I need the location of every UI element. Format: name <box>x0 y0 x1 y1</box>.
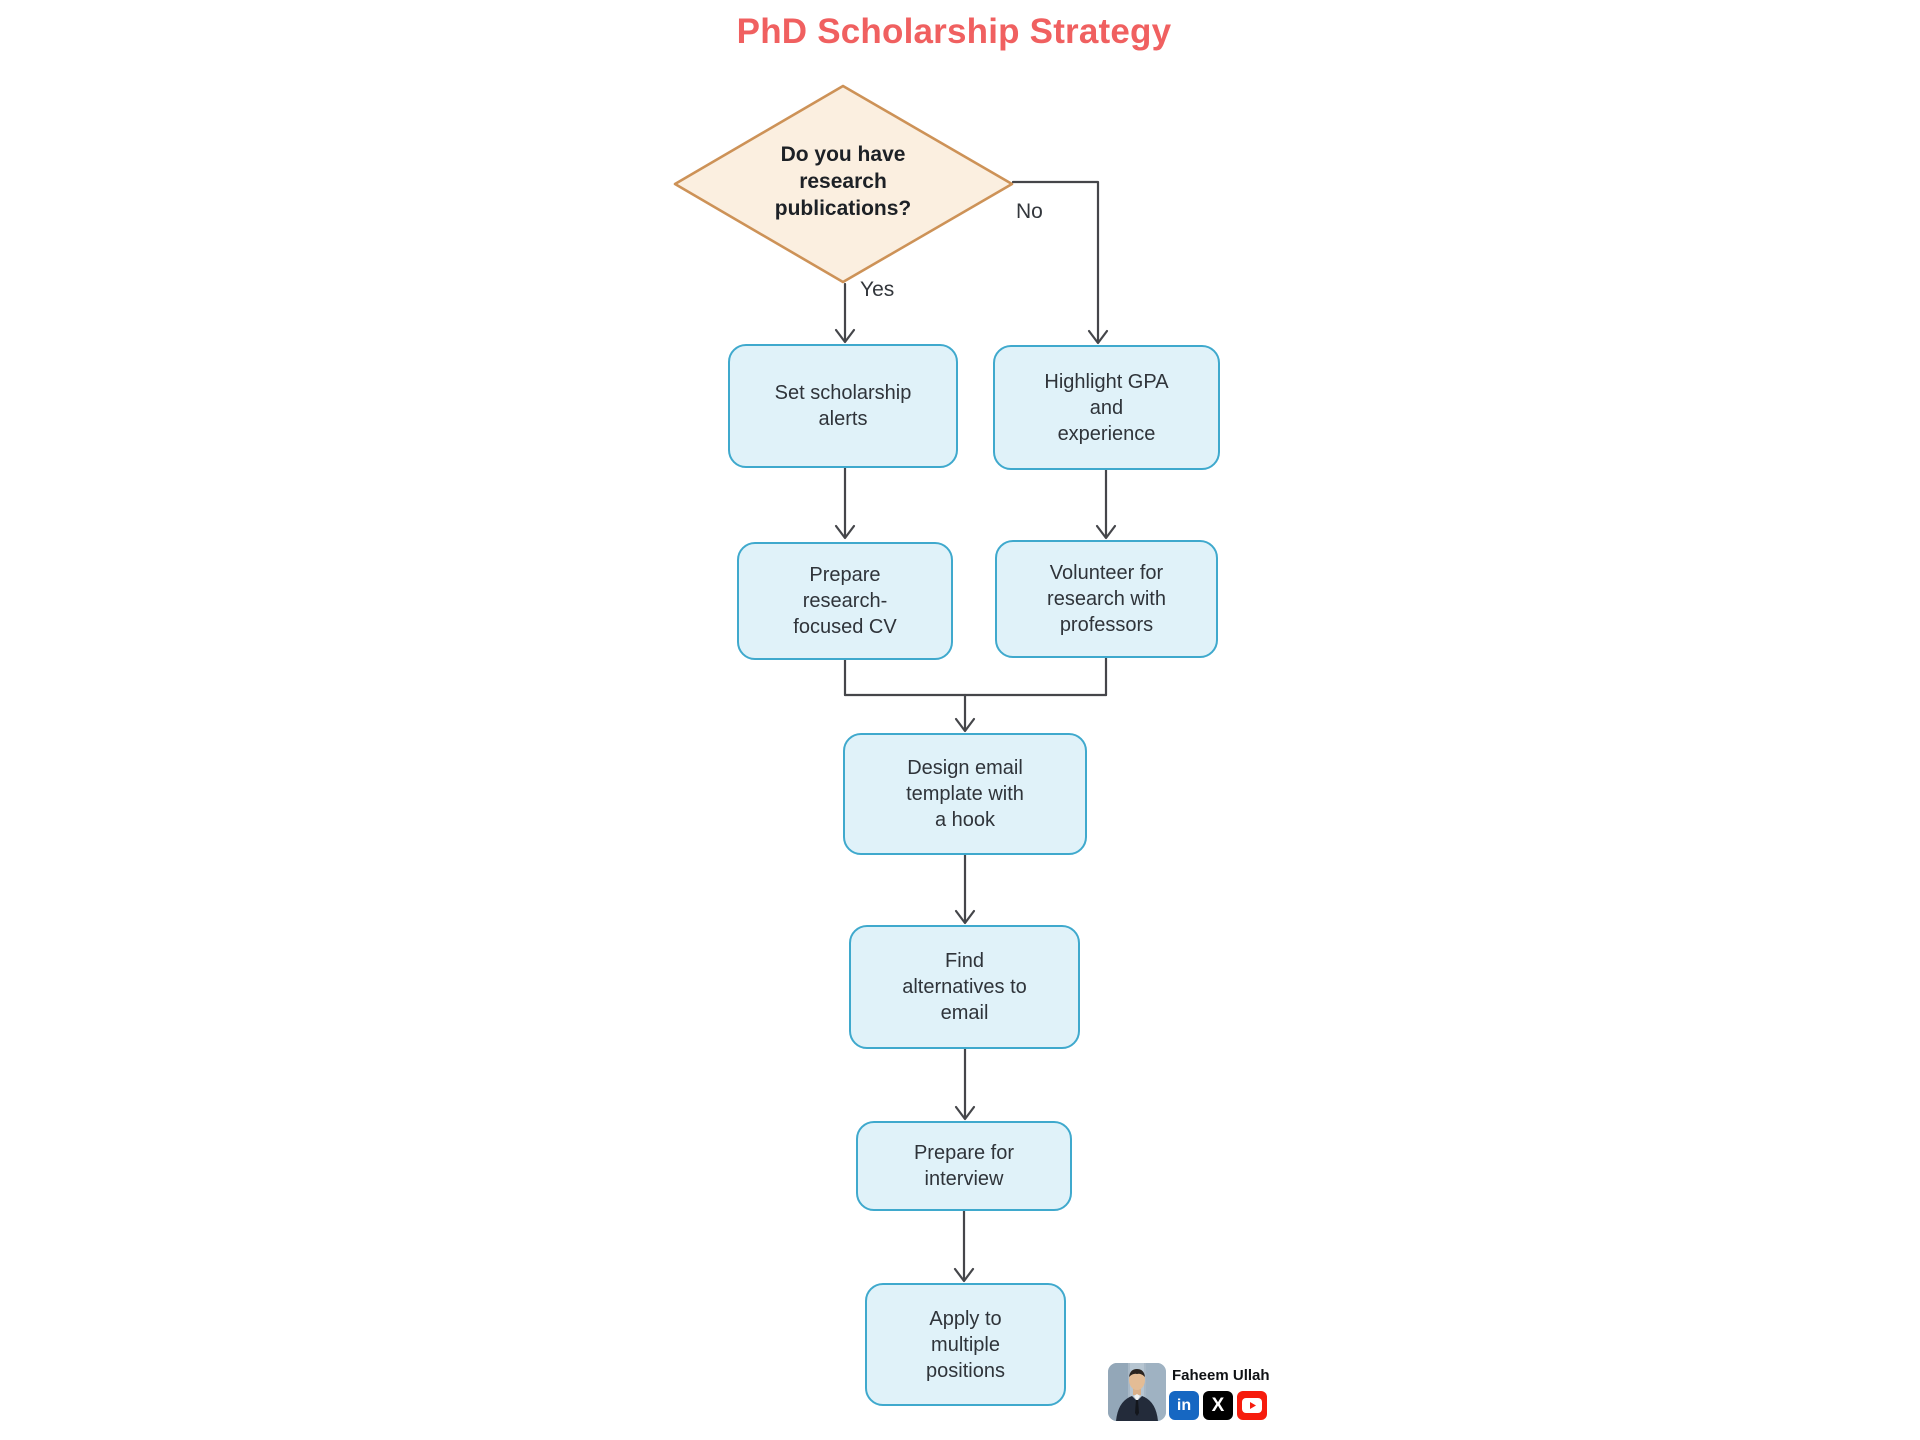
linkedin-icon[interactable]: in <box>1169 1391 1199 1420</box>
decision-node-label: Do you have research publications? <box>774 143 912 220</box>
node-apply-multiple-positions: Apply to multiple positions <box>865 1283 1066 1406</box>
edge-no-arrowhead <box>1087 329 1109 345</box>
edge-interview-apply-arrowhead <box>953 1267 975 1283</box>
node-design-email-template: Design email template with a hook <box>843 733 1087 855</box>
edge-right-col-arrowhead <box>1095 524 1117 540</box>
author-avatar <box>1108 1363 1166 1421</box>
author-name: Faheem Ullah <box>1172 1367 1270 1384</box>
page-title: PhD Scholarship Strategy <box>736 12 1172 51</box>
node-find-alternatives-email: Find alternatives to email <box>849 925 1080 1049</box>
youtube-icon[interactable] <box>1237 1391 1267 1420</box>
edge-no <box>1011 180 1100 343</box>
edge-left-col-arrowhead <box>834 524 856 540</box>
node-volunteer-research-professors: Volunteer for research with professors <box>995 540 1218 658</box>
edge-find-interview-arrowhead <box>954 1105 976 1121</box>
social-links: in X <box>1169 1391 1267 1420</box>
edge-label-no: No <box>1016 200 1043 223</box>
author-badge: Faheem Ullah in X <box>1108 1363 1328 1423</box>
node-highlight-gpa-experience: Highlight GPA and experience <box>993 345 1220 470</box>
youtube-play-glyph <box>1242 1398 1262 1413</box>
node-prepare-for-interview: Prepare for interview <box>856 1121 1072 1211</box>
edge-design-find-arrowhead <box>954 909 976 925</box>
edge-merge-arrowhead <box>954 717 976 733</box>
edge-label-yes: Yes <box>860 278 895 301</box>
x-twitter-icon[interactable]: X <box>1203 1391 1233 1420</box>
node-prepare-research-cv: Prepare research- focused CV <box>737 542 953 660</box>
edge-yes-arrowhead <box>834 328 856 344</box>
node-set-scholarship-alerts: Set scholarship alerts <box>728 344 958 468</box>
decision-diamond <box>673 84 1014 284</box>
